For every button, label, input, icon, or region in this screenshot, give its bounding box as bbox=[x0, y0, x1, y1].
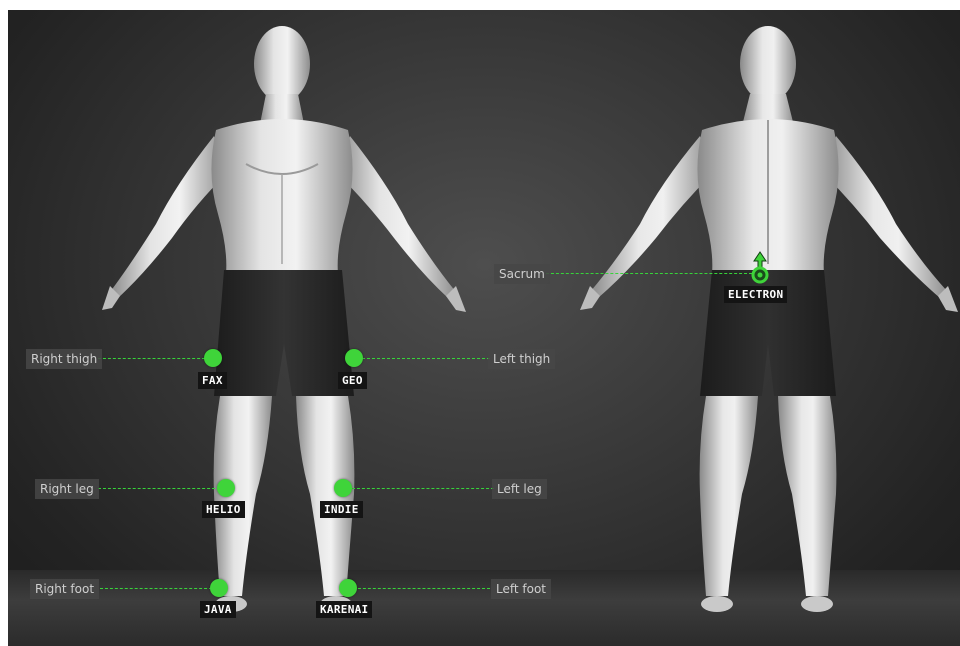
right-foot-sensor-dot[interactable] bbox=[210, 579, 228, 597]
left-thigh-sensor-tag[interactable]: GEO bbox=[338, 372, 367, 389]
sensor-direction-icon[interactable] bbox=[749, 250, 771, 288]
left-thigh-sensor-dot[interactable] bbox=[345, 349, 363, 367]
sacrum-label: Sacrum bbox=[494, 264, 550, 284]
left-foot-leader-line bbox=[348, 588, 490, 589]
sacrum-sensor-tag[interactable]: ELECTRON bbox=[724, 286, 787, 303]
left-foot-sensor-tag[interactable]: KARENAI bbox=[316, 601, 372, 618]
left-leg-label: Left leg bbox=[492, 479, 547, 499]
left-leg-sensor-tag[interactable]: INDIE bbox=[320, 501, 363, 518]
right-thigh-sensor-tag[interactable]: FAX bbox=[198, 372, 227, 389]
right-foot-label: Right foot bbox=[30, 579, 99, 599]
right-thigh-leader-line bbox=[98, 358, 210, 359]
right-leg-sensor-tag[interactable]: HELIO bbox=[202, 501, 245, 518]
left-leg-leader-line bbox=[352, 488, 494, 489]
right-leg-sensor-dot[interactable] bbox=[217, 479, 235, 497]
left-thigh-leader-line bbox=[362, 358, 490, 359]
left-thigh-label: Left thigh bbox=[488, 349, 555, 369]
left-leg-sensor-dot[interactable] bbox=[334, 479, 352, 497]
right-thigh-sensor-dot[interactable] bbox=[204, 349, 222, 367]
front-body-figure bbox=[96, 24, 486, 624]
right-foot-sensor-tag[interactable]: JAVA bbox=[200, 601, 236, 618]
sacrum-leader-line bbox=[546, 273, 752, 274]
right-leg-label: Right leg bbox=[35, 479, 99, 499]
left-foot-label: Left foot bbox=[491, 579, 551, 599]
right-leg-leader-line bbox=[98, 488, 220, 489]
right-thigh-label: Right thigh bbox=[26, 349, 102, 369]
body-model-viewport: Right thigh FAX Left thigh GEO Right leg… bbox=[8, 10, 960, 646]
back-body-figure bbox=[574, 24, 960, 624]
right-foot-leader-line bbox=[100, 588, 212, 589]
left-foot-sensor-dot[interactable] bbox=[339, 579, 357, 597]
